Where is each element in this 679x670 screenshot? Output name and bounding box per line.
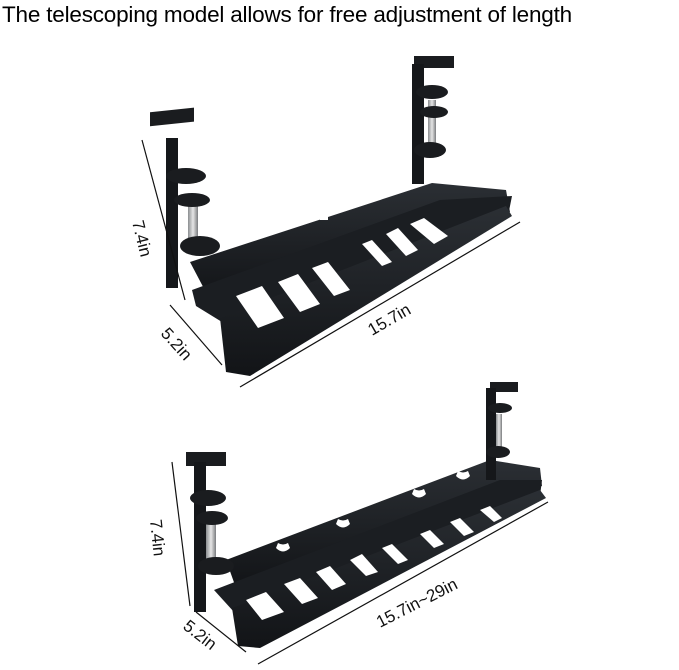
bottom-tray-floor <box>214 480 542 612</box>
bottom-depth-label: 5.2in <box>180 616 221 654</box>
top-cable-tray <box>141 56 521 388</box>
bottom-dimension-lines <box>171 461 549 665</box>
bottom-tray-wall-cutouts <box>276 471 470 552</box>
bottom-right-clamp <box>486 382 518 480</box>
bottom-tray-slots <box>246 506 502 620</box>
top-length-label: 15.7in <box>365 300 415 340</box>
headline: The telescoping model allows for free ad… <box>2 2 572 27</box>
bottom-left-clamp <box>186 452 234 612</box>
bottom-cable-tray <box>171 382 549 665</box>
top-dimension-lines <box>141 139 521 388</box>
top-left-clamp <box>150 107 220 288</box>
top-height-label: 7.4in <box>128 218 155 258</box>
top-tray-slots <box>236 218 448 328</box>
top-tray-wall-cutouts <box>272 180 404 230</box>
top-right-clamp <box>412 56 454 184</box>
top-depth-label: 5.2in <box>157 324 196 364</box>
bottom-length-label: 15.7in~29in <box>373 575 460 632</box>
top-tray-front-lip <box>220 206 512 376</box>
bottom-height-label: 7.4in <box>146 518 169 557</box>
